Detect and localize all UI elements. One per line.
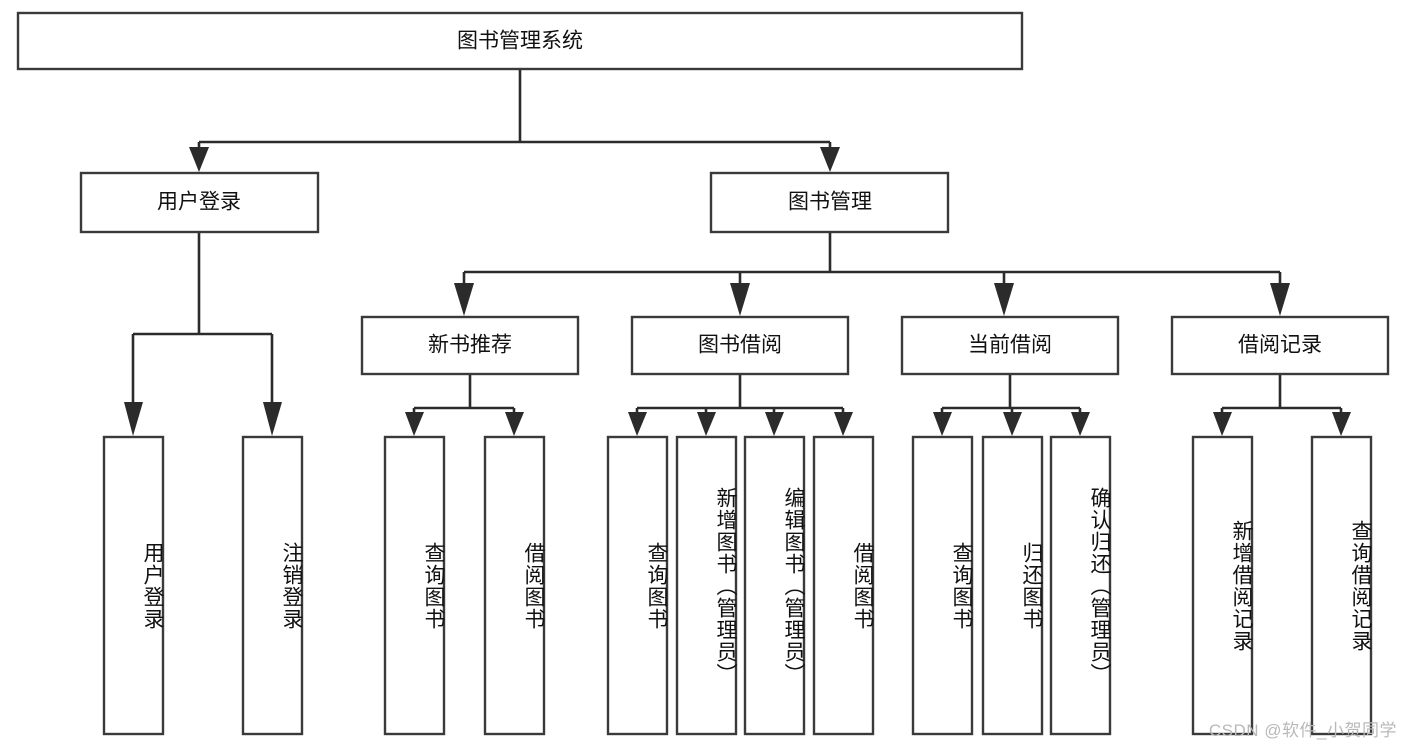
node-box-user-login[interactable] bbox=[79, 171, 320, 234]
node-box-leaf-borrow-book-2[interactable] bbox=[812, 435, 875, 736]
arrow-head-borrow-record bbox=[1270, 283, 1290, 316]
arrow-head-leaf-query-record bbox=[1332, 412, 1351, 436]
node-box-leaf-query-book-3[interactable] bbox=[911, 435, 974, 736]
connector-group-borrow-record bbox=[1213, 374, 1351, 436]
node-label-user-login: 用户登录 bbox=[157, 191, 241, 214]
arrow-head-leaf-confirm-return bbox=[1071, 412, 1090, 436]
connector-group-user-login bbox=[124, 232, 282, 436]
node-user-login[interactable]: 用户登录 bbox=[79, 171, 320, 234]
leaf-boxes bbox=[102, 435, 1373, 736]
node-box-current-borrow[interactable] bbox=[900, 315, 1120, 376]
connector-group-book-borrow bbox=[628, 374, 853, 436]
arrow-head-book-mgmt bbox=[820, 147, 840, 172]
node-box-leaf-borrow-book-1[interactable] bbox=[483, 435, 546, 736]
node-label-new-book-recommend: 新书推荐 bbox=[428, 334, 512, 357]
node-box-leaf-edit-book[interactable] bbox=[743, 435, 806, 736]
connector-group-book-mgmt bbox=[454, 232, 1290, 316]
node-new-book-recommend[interactable]: 新书推荐 bbox=[360, 315, 580, 376]
arrow-head-user-login bbox=[189, 147, 209, 172]
node-book-management[interactable]: 图书管理 bbox=[709, 171, 950, 234]
connector-group-current-borrow bbox=[933, 374, 1090, 436]
arrow-head-new-book bbox=[454, 283, 474, 316]
connector-group-root bbox=[189, 69, 840, 172]
arrow-head-leaf-edit-book bbox=[765, 412, 784, 436]
arrow-head-leaf-borrow-book-1 bbox=[505, 412, 524, 436]
arrow-head-leaf-query-book-1 bbox=[405, 412, 424, 436]
node-box-leaf-add-record[interactable] bbox=[1191, 435, 1254, 736]
node-box-leaf-query-book-1[interactable] bbox=[383, 435, 446, 736]
node-box-new-book-recommend[interactable] bbox=[360, 315, 580, 376]
node-box-book-borrow[interactable] bbox=[630, 315, 850, 376]
node-label-current-borrow: 当前借阅 bbox=[968, 334, 1052, 357]
node-box-leaf-user-login[interactable] bbox=[102, 435, 165, 736]
arrow-head-leaf-return-book bbox=[1003, 412, 1022, 436]
node-book-borrow[interactable]: 图书借阅 bbox=[630, 315, 850, 376]
arrow-head-leaf-add-book bbox=[697, 412, 716, 436]
node-label-borrow-record: 借阅记录 bbox=[1238, 334, 1322, 357]
csdn-watermark: CSDN @软件_小贺同学 bbox=[1208, 721, 1397, 740]
arrow-head-leaf-add-record bbox=[1213, 412, 1232, 436]
node-box-leaf-confirm-return[interactable] bbox=[1049, 435, 1112, 736]
connector-group-new-book bbox=[405, 374, 524, 436]
node-label-book-borrow: 图书借阅 bbox=[698, 334, 782, 357]
node-box-leaf-logout[interactable] bbox=[241, 435, 304, 736]
node-box-borrow-record[interactable] bbox=[1170, 315, 1390, 376]
arrow-head-leaf-borrow-book-2 bbox=[834, 412, 853, 436]
node-box-root[interactable] bbox=[16, 11, 1024, 71]
node-root[interactable]: 图书管理系统 bbox=[16, 11, 1024, 71]
node-borrow-record[interactable]: 借阅记录 bbox=[1170, 315, 1390, 376]
node-current-borrow[interactable]: 当前借阅 bbox=[900, 315, 1120, 376]
arrow-head-book-borrow bbox=[730, 283, 750, 316]
node-box-book-management[interactable] bbox=[709, 171, 950, 234]
node-box-leaf-query-book-2[interactable] bbox=[606, 435, 669, 736]
node-box-leaf-return-book[interactable] bbox=[981, 435, 1044, 736]
node-label-book-management: 图书管理 bbox=[788, 191, 872, 214]
node-box-leaf-query-record[interactable] bbox=[1310, 435, 1373, 736]
arrow-head-leaf-query-book-3 bbox=[933, 412, 952, 436]
arrow-head-leaf-query-book-2 bbox=[628, 412, 647, 436]
arrow-head-leaf-user-login bbox=[124, 402, 143, 436]
node-box-leaf-add-book[interactable] bbox=[675, 435, 738, 736]
arrow-head-current-borrow bbox=[994, 283, 1014, 316]
arrow-head-leaf-logout bbox=[263, 402, 282, 436]
node-label-root: 图书管理系统 bbox=[457, 30, 583, 53]
